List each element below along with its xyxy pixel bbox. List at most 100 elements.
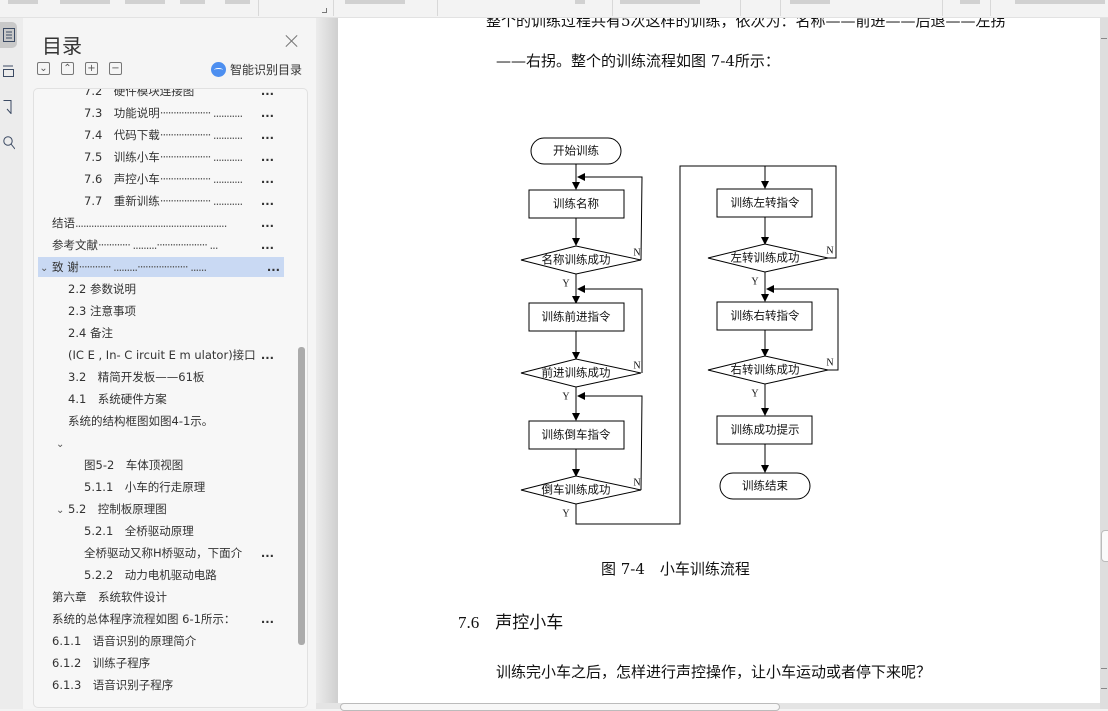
- toc-item[interactable]: 系统的结构框图如图4-1示。: [68, 411, 278, 431]
- toc-item[interactable]: 5.2.2 动力电机驱动电路: [84, 565, 278, 585]
- chevron-down-icon[interactable]: ⌄: [40, 263, 49, 274]
- toc-item[interactable]: 图5-2 车体顶视图: [84, 455, 278, 475]
- prev-page-icon[interactable]: [1101, 668, 1107, 671]
- toc-leader-dots: ············ .........··················…: [98, 238, 218, 252]
- toolbar-item[interactable]: [575, 0, 585, 4]
- group-expand-icon[interactable]: [322, 8, 327, 13]
- toc-item[interactable]: 6.1.1 语音识别的原理简介: [52, 631, 278, 651]
- collapse-level-button[interactable]: ⌃: [61, 62, 74, 75]
- toolbar-item[interactable]: [960, 0, 980, 4]
- toc-item[interactable]: ⌄: [56, 433, 278, 453]
- toc-item-label: 图5-2 车体顶视图: [84, 458, 184, 472]
- toc-item-label: 致 谢: [52, 260, 79, 274]
- toc-item-label: 7.2 硬件模块连接图: [84, 88, 195, 98]
- flow-process-node: [716, 301, 813, 331]
- collapse-all-button[interactable]: −: [109, 62, 122, 75]
- expand-all-button[interactable]: +: [85, 62, 98, 75]
- horizontal-scrollbar[interactable]: [316, 703, 1100, 711]
- toc-item-label: 5.2.1 全桥驱动原理: [84, 524, 194, 538]
- document-page: 整个的训练过程共有5次这样的训练，依次为：名称——前进——后退——左拐 ——右拐…: [338, 18, 1100, 703]
- flow-yes-label: Y: [751, 276, 758, 287]
- scroll-up-icon[interactable]: [1101, 38, 1107, 41]
- close-icon[interactable]: [285, 34, 299, 48]
- toc-item[interactable]: 7.3 功能说明··················· ............…: [84, 103, 278, 123]
- toc-ellipsis: ...: [260, 235, 274, 255]
- flow-yes-label: Y: [562, 508, 569, 519]
- toc-item[interactable]: 4.1 系统硬件方案: [68, 389, 278, 409]
- toc-item-label: 7.4 代码下载: [84, 128, 160, 142]
- toc-item[interactable]: 6.1.3 语音识别子程序: [52, 675, 278, 695]
- toc-item[interactable]: 系统的总体程序流程如图 6-1所示：...: [52, 609, 278, 629]
- vertical-scroll-thumb[interactable]: [1101, 530, 1108, 562]
- smart-toc-button[interactable]: 智能识别目录: [211, 61, 302, 78]
- toc-item[interactable]: 7.6 声控小车··················· ............…: [84, 169, 278, 189]
- horizontal-scroll-thumb[interactable]: [340, 703, 780, 711]
- toc-item[interactable]: 2.2 参数说明: [68, 279, 278, 299]
- toc-ellipsis: ...: [260, 213, 274, 233]
- section-title: 声控小车: [495, 613, 564, 633]
- flow-process-label: 训练右转指令: [731, 309, 800, 323]
- toolbar-item[interactable]: [345, 0, 405, 4]
- toolbar-item[interactable]: [8, 0, 38, 4]
- flow-decision-node: [707, 355, 829, 385]
- toc-leader-dots: ··················· ...........: [159, 172, 243, 186]
- toc-item-label: 2.3 注意事项: [68, 304, 136, 318]
- toc-item[interactable]: 7.7 重新训练··················· ............…: [84, 191, 278, 211]
- toc-item[interactable]: ⌄致 谢············ .........··············…: [38, 257, 284, 277]
- toc-item[interactable]: (IC E , In- C ircuit E m ulator)接口...: [68, 345, 278, 365]
- toc-view-icon[interactable]: [0, 22, 17, 48]
- body-line: 整个的训练过程共有5次这样的训练，依次为：名称——前进——后退——左拐: [486, 18, 1006, 30]
- toc-leader-dots: ........................................…: [75, 216, 227, 230]
- smart-recognize-icon: [211, 62, 226, 77]
- toolbar-item[interactable]: [1015, 0, 1105, 4]
- toolbar-divider: [258, 0, 259, 16]
- toc-item[interactable]: 参考文献············ .........··············…: [52, 235, 278, 255]
- toc-item-label: 7.3 功能说明: [84, 106, 160, 120]
- toolbar-item[interactable]: [790, 0, 830, 4]
- toc-item[interactable]: 2.3 注意事项: [68, 301, 278, 321]
- toc-ellipsis: ...: [260, 147, 274, 167]
- bookmark-icon[interactable]: [0, 94, 17, 120]
- flow-start-label: 开始训练: [553, 144, 599, 158]
- pages-icon[interactable]: [0, 58, 17, 84]
- toc-item-label: 2.4 备注: [68, 326, 113, 340]
- smart-toc-label: 智能识别目录: [230, 63, 303, 77]
- toc-item[interactable]: 3.2 精简开发板——61板: [68, 367, 278, 387]
- toc-item[interactable]: 7.4 代码下载··················· ............…: [84, 125, 278, 145]
- toc-item-label: 6.1.1 语音识别的原理简介: [52, 634, 197, 648]
- toolbar-divider: [333, 0, 334, 16]
- toc-leader-dots: ··················· ...........: [159, 194, 243, 208]
- flow-yes-label: Y: [562, 391, 569, 402]
- figure-caption: 图 7-4 小车训练流程: [601, 560, 750, 578]
- toc-item[interactable]: 7.5 训练小车··················· ............…: [84, 147, 278, 167]
- toc-scrollbar[interactable]: [298, 347, 305, 645]
- search-icon[interactable]: [0, 130, 17, 156]
- flow-decision-label: 右转训练成功: [731, 363, 800, 377]
- toolbar-item[interactable]: [180, 0, 205, 4]
- toolbar-item[interactable]: [620, 0, 700, 4]
- toc-item-label: 6.1.2 训练子程序: [52, 656, 151, 670]
- toc-item[interactable]: 第六章 系统软件设计: [52, 587, 278, 607]
- vertical-scrollbar[interactable]: [1100, 18, 1108, 709]
- section-number: 7.6: [458, 613, 480, 632]
- toc-item[interactable]: ⌄5.2 控制板原理图: [56, 499, 278, 519]
- toc-item[interactable]: 5.2.1 全桥驱动原理: [84, 521, 278, 541]
- toc-item[interactable]: 2.4 备注: [68, 323, 278, 343]
- chevron-down-icon[interactable]: ⌄: [56, 439, 65, 450]
- toc-item-label: 5.2 控制板原理图: [68, 502, 167, 516]
- expand-level-button[interactable]: ⌄: [37, 62, 50, 75]
- flow-end-label: 训练结束: [742, 479, 788, 493]
- toc-item[interactable]: 5.1.1 小车的行走原理: [84, 477, 278, 497]
- toolbar-item[interactable]: [125, 0, 165, 4]
- toc-ellipsis: ...: [260, 345, 274, 365]
- toc-item[interactable]: 6.1.2 训练子程序: [52, 653, 278, 673]
- toolbar-item[interactable]: [60, 0, 110, 4]
- chevron-down-icon[interactable]: ⌄: [56, 505, 65, 516]
- toc-item[interactable]: 7.2 硬件模块连接图...: [84, 88, 278, 101]
- toolbar-item[interactable]: [225, 0, 250, 4]
- toc-item[interactable]: 结语......................................…: [52, 213, 278, 233]
- next-page-icon[interactable]: [1101, 688, 1107, 691]
- toc-item[interactable]: 全桥驱动又称H桥驱动，下面介...: [84, 543, 278, 563]
- section-heading: 7.6 声控小车: [458, 608, 563, 633]
